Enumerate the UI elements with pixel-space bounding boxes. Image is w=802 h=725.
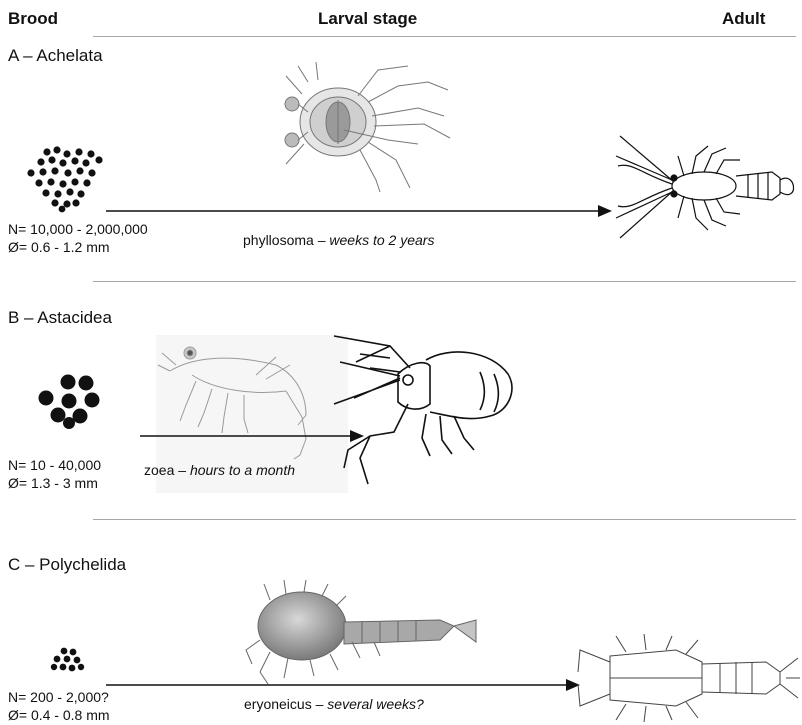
adult-a-icon [612,126,800,250]
section-b-diameter: Ø= 1.3 - 3 mm [8,474,98,492]
section-c-stage-duration: several weeks? [327,696,424,712]
adult-c-icon [576,632,800,724]
section-c-title: C – Polychelida [8,555,126,575]
section-a-diameter: Ø= 0.6 - 1.2 mm [8,238,110,256]
section-c-stage-name: eryoneicus – [244,696,323,712]
section-b-title: B – Astacidea [8,308,112,328]
brood-b-eggs-icon [36,373,106,429]
brood-a-eggs-icon [25,146,107,212]
section-c-count: N= 200 - 2,000? [8,688,109,706]
section-a-stage-label: phyllosoma – weeks to 2 years [243,232,434,248]
section-a-divider [93,281,796,282]
adult-b-icon [330,332,520,490]
adult-header: Adult [722,9,765,29]
brood-header: Brood [8,9,58,29]
section-b-divider [93,519,796,520]
section-a-stage-name: phyllosoma – [243,232,326,248]
section-a-count: N= 10,000 - 2,000,000 [8,220,148,238]
section-b-count: N= 10 - 40,000 [8,456,101,474]
section-c-stage-label: eryoneicus – several weeks? [244,696,424,712]
section-c-diameter: Ø= 0.4 - 0.8 mm [8,706,110,724]
brood-c-eggs-icon [50,647,86,675]
section-a-stage-duration: weeks to 2 years [329,232,434,248]
section-b-stage-name: zoea – [144,462,186,478]
phyllosoma-icon [268,60,454,198]
header-divider [93,36,796,37]
larval-stage-header: Larval stage [318,9,417,29]
section-a-arrow [106,203,612,219]
section-b-stage-duration: hours to a month [190,462,295,478]
section-a-title: A – Achelata [8,46,103,66]
eryoneicus-icon [240,580,480,688]
section-b-stage-label: zoea – hours to a month [144,462,295,478]
